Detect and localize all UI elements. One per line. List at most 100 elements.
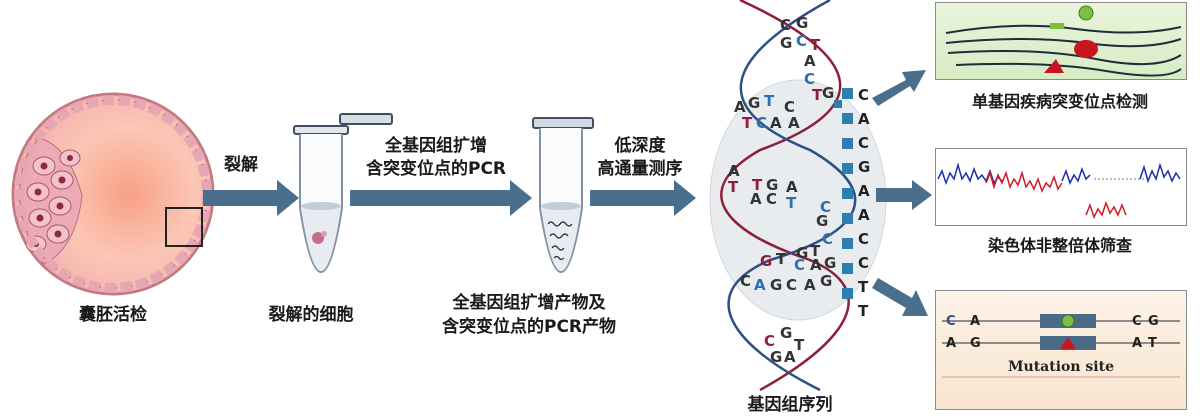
- svg-text:A: A: [810, 256, 822, 274]
- svg-text:G: G: [780, 324, 792, 342]
- lysis-arrow-label: 裂解: [224, 155, 258, 175]
- mutation-red-dot: [1074, 40, 1098, 58]
- sequencing-arrow: [590, 180, 696, 216]
- svg-text:G: G: [816, 212, 828, 230]
- sequencing-arrow-label-2: 高通量测序: [597, 159, 683, 179]
- svg-text:C: C: [766, 190, 777, 208]
- cnv-blue-3: [1139, 162, 1181, 184]
- bottom-strand-2: A: [1132, 336, 1142, 351]
- pcr-arrow-label-2: 含突变位点的PCR: [365, 159, 507, 179]
- svg-text:C: C: [786, 276, 797, 294]
- top-strand-1: A: [970, 314, 980, 329]
- svg-text:T: T: [812, 86, 823, 104]
- mutation-site-red: [1060, 337, 1076, 349]
- svg-text:G: G: [780, 34, 792, 52]
- svg-text:C: C: [794, 256, 805, 274]
- seq-letter-8: T: [858, 278, 869, 296]
- svg-text:G: G: [824, 254, 836, 272]
- lysis-arrow: [203, 180, 299, 216]
- svg-text:T: T: [810, 242, 821, 260]
- svg-text:C: C: [764, 332, 775, 350]
- aneuploidy-panel: [935, 148, 1187, 226]
- top-strand-0: C: [946, 314, 956, 329]
- svg-text:G: G: [820, 272, 832, 290]
- svg-text:A: A: [804, 276, 816, 294]
- seq-letter-7: C: [858, 254, 869, 272]
- svg-text:A: A: [784, 348, 796, 366]
- svg-text:G: G: [766, 176, 778, 194]
- aneuploidy-label: 染色体非整倍体筛查: [987, 236, 1132, 255]
- svg-text:A: A: [728, 162, 740, 180]
- svg-text:C: C: [822, 230, 833, 248]
- seq-letter-5: A: [858, 206, 870, 224]
- svg-text:A: A: [734, 98, 746, 116]
- bottom-strand-0: A: [946, 336, 956, 351]
- seq-letter-9: T: [858, 302, 869, 320]
- seq-letter-4: A: [858, 182, 870, 200]
- svg-text:G: G: [796, 14, 808, 32]
- seq-letter-3: G: [858, 158, 870, 176]
- svg-text:T: T: [794, 336, 805, 354]
- dna-strand-red: [720, 0, 850, 392]
- svg-text:A: A: [786, 178, 798, 196]
- svg-text:T: T: [764, 92, 775, 110]
- pcr-product-tube: [532, 117, 594, 274]
- svg-text:T: T: [752, 176, 763, 194]
- mutation-site-panel: C A C G A G A T Mutation site: [935, 290, 1187, 410]
- lysis-tube: [293, 113, 393, 274]
- cnv-blue-2: [1061, 166, 1091, 185]
- single-gene-panel: [935, 2, 1187, 80]
- output-arrow-top: [872, 70, 926, 106]
- svg-text:C: C: [756, 114, 767, 132]
- bottom-strand-1: G: [970, 336, 981, 351]
- pcr-arrow: [350, 180, 532, 216]
- single-gene-label: 单基因疾病突变位点检测: [971, 92, 1148, 111]
- svg-text:T: T: [776, 250, 787, 268]
- svg-text:C: C: [740, 272, 751, 290]
- biopsy-box: [165, 207, 203, 247]
- seq-letter-2: C: [858, 134, 869, 152]
- top-strand-3: G: [1148, 314, 1159, 329]
- svg-text:G: G: [760, 252, 772, 270]
- svg-text:T: T: [786, 194, 797, 212]
- output-arrow-bottom: [872, 278, 928, 316]
- svg-text:A: A: [804, 52, 816, 70]
- svg-text:A: A: [754, 276, 766, 294]
- svg-text:A: A: [788, 114, 800, 132]
- products-label-2: 含突变位点的PCR产物: [441, 317, 617, 337]
- svg-text:A: A: [770, 114, 782, 132]
- svg-text:G: G: [796, 244, 808, 262]
- sequencing-arrow-label-1: 低深度: [614, 136, 666, 156]
- lysed-cells-label: 裂解的细胞: [268, 305, 354, 325]
- top-strand-2: C: [1132, 314, 1142, 329]
- svg-text:A: A: [750, 190, 762, 208]
- embryo-biopsy-label: 囊胚活检: [79, 305, 147, 325]
- cnv-red-2: [1085, 200, 1127, 219]
- svg-text:C: C: [784, 98, 795, 116]
- genome-sequence-label: 基因组序列: [747, 395, 833, 415]
- svg-text:T: T: [742, 114, 753, 132]
- svg-text:G: G: [822, 84, 834, 102]
- svg-text:C: C: [804, 70, 815, 88]
- seq-letter-1: A: [858, 110, 870, 128]
- svg-text:T: T: [728, 178, 739, 196]
- svg-text:C: C: [820, 198, 831, 216]
- mutation-green-dot: [1078, 5, 1094, 21]
- pcr-arrow-label-1: 全基因组扩增: [385, 136, 487, 156]
- mutation-red-triangle: [1044, 59, 1064, 73]
- svg-text:G: G: [770, 276, 782, 294]
- seq-letter-0: C: [858, 86, 869, 104]
- seq-letter-6: C: [858, 230, 869, 248]
- svg-text:C: C: [780, 16, 791, 34]
- blastocyst-illustration: [11, 92, 215, 296]
- mutation-site-green: [1061, 314, 1075, 328]
- products-label-1: 全基因组扩增产物及: [452, 293, 606, 313]
- dna-strand-blue: [727, 0, 857, 392]
- cnv-red-1: [985, 170, 1063, 193]
- bottom-strand-3: T: [1148, 336, 1157, 351]
- lysed-cell-dot: [312, 232, 324, 244]
- mutation-site-text: Mutation site: [1008, 359, 1114, 375]
- svg-text:C: C: [796, 32, 807, 50]
- output-arrow-middle: [876, 180, 932, 210]
